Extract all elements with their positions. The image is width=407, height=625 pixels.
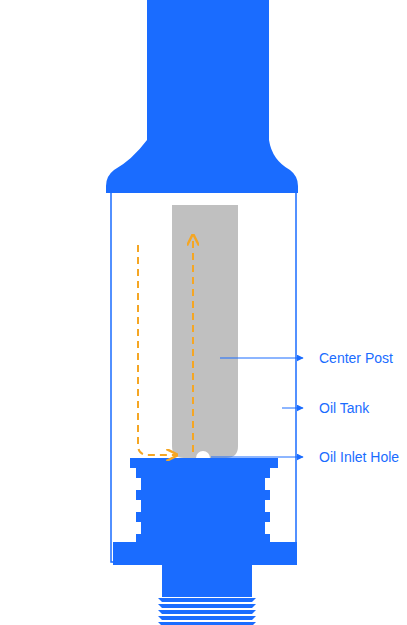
oil-tank-wall [111,190,296,562]
leader-line [211,457,303,458]
center-post [172,205,238,458]
screw-threads [158,598,256,625]
part-label: Oil Inlet Hole [318,449,400,465]
base-band [130,458,278,468]
thread-ridge [158,610,256,614]
thread-ridge [158,604,256,608]
connector [162,565,252,597]
vapor-flow-arrow [192,236,194,452]
part-label: Center Post [318,350,394,366]
leader-line [220,358,303,359]
thread-ridge [158,622,256,625]
threaded-body [136,468,270,542]
part-label: Oil Tank [318,400,370,416]
thread-ridge [158,616,256,620]
bottom-plate [113,542,297,565]
oil-flow-arrow [138,245,176,455]
leader-line [282,408,303,409]
mouthpiece [106,0,298,193]
thread-ridge [158,598,256,602]
oil-inlet-hole [196,451,210,458]
